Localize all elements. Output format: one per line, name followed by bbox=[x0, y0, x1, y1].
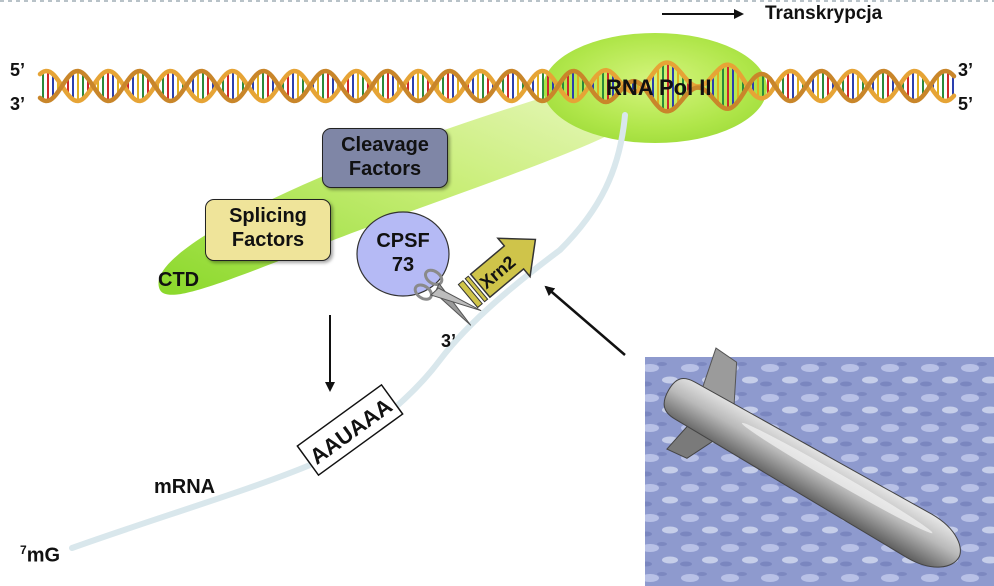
ctd-label: CTD bbox=[158, 269, 200, 291]
mrna-label: mRNA bbox=[154, 476, 216, 498]
three-prime-label: 3’ bbox=[441, 331, 457, 351]
top-dashed-border bbox=[0, 0, 994, 2]
cap-label: 7mG bbox=[20, 543, 60, 568]
splicing-factors-box[interactable]: Splicing Factors bbox=[205, 199, 331, 261]
transcription-label: Transkrypcja bbox=[765, 3, 883, 24]
dna-strand-bottom bbox=[37, 68, 957, 114]
cpsf-73-label: CPSF 73 bbox=[376, 230, 430, 276]
dna-left-top-label: 5’ bbox=[10, 60, 26, 80]
dna-right-bottom-label: 5’ bbox=[958, 94, 974, 114]
cap-text: mG bbox=[26, 544, 61, 567]
rna-pol-ii-label: RNA Pol II bbox=[606, 75, 712, 100]
dna-double-helix bbox=[37, 60, 957, 114]
scissors-icon bbox=[413, 268, 482, 326]
cap-superscript: 7 bbox=[20, 543, 27, 557]
dna-left-bottom-label: 3’ bbox=[10, 94, 26, 114]
aauaaa-signal-box: AAUAAA bbox=[296, 383, 404, 477]
mrna-strand bbox=[69, 112, 628, 551]
rna-pol-ii-blob bbox=[543, 33, 767, 143]
torpedo-icon bbox=[663, 347, 961, 568]
photo-pointer-arrow bbox=[544, 285, 626, 356]
xrn2-arrow[interactable]: Xrn2 bbox=[452, 220, 552, 315]
dna-right-top-label: 3’ bbox=[958, 60, 974, 80]
torpedo-photo bbox=[645, 347, 994, 586]
cleavage-factors-box[interactable]: Cleavage Factors bbox=[322, 128, 448, 188]
